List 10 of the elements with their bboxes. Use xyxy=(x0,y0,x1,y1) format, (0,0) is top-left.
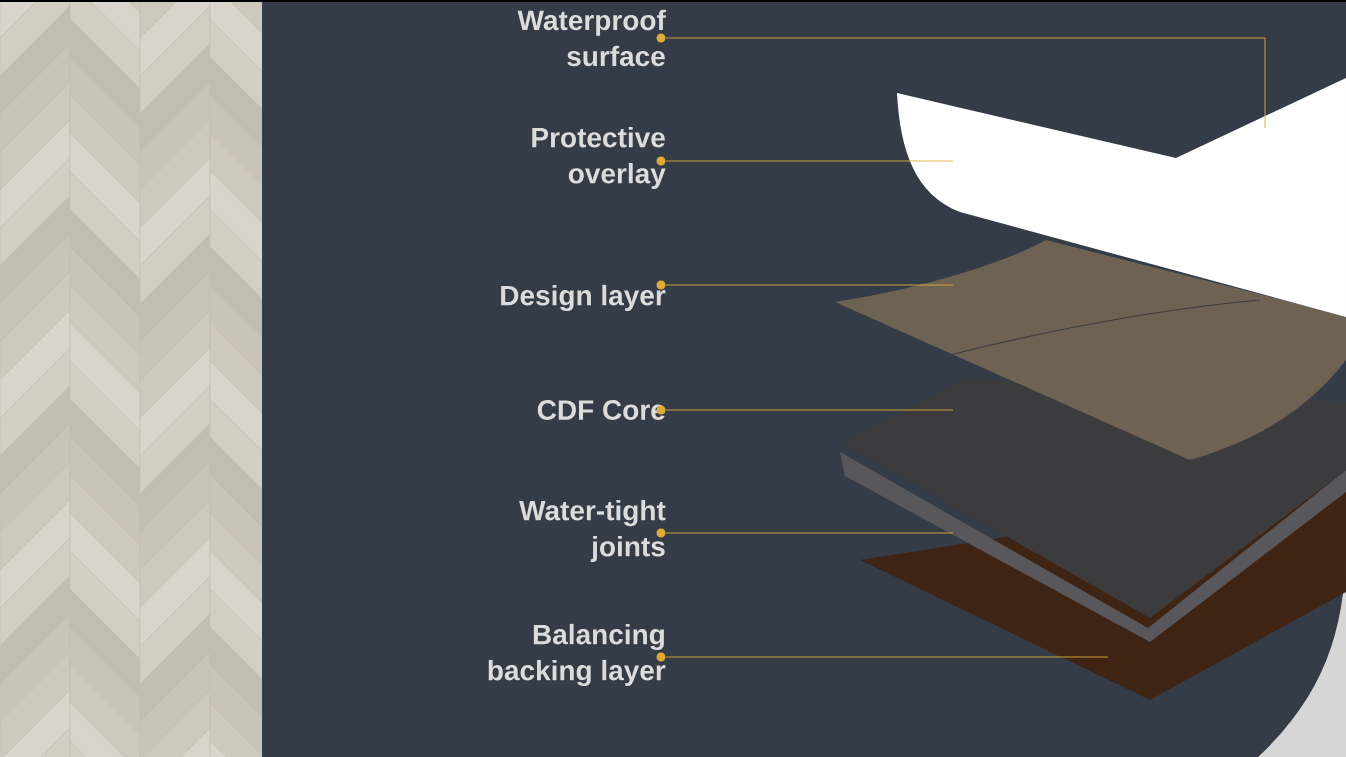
bulleted-label: Water-tight joints xyxy=(519,499,666,563)
leader-line xyxy=(665,37,1266,129)
wood-design-sheet xyxy=(835,240,1346,460)
bulleted-label: Protective overlay xyxy=(532,126,666,190)
joint-edge xyxy=(840,452,1346,642)
bulleted-label: Balancing backing layer xyxy=(488,623,666,687)
overlay-sheet xyxy=(897,78,1346,317)
bulleted-label: Waterproof surface xyxy=(517,9,666,67)
leader-line xyxy=(665,409,954,411)
bulleted-label: Design layer xyxy=(501,280,666,312)
